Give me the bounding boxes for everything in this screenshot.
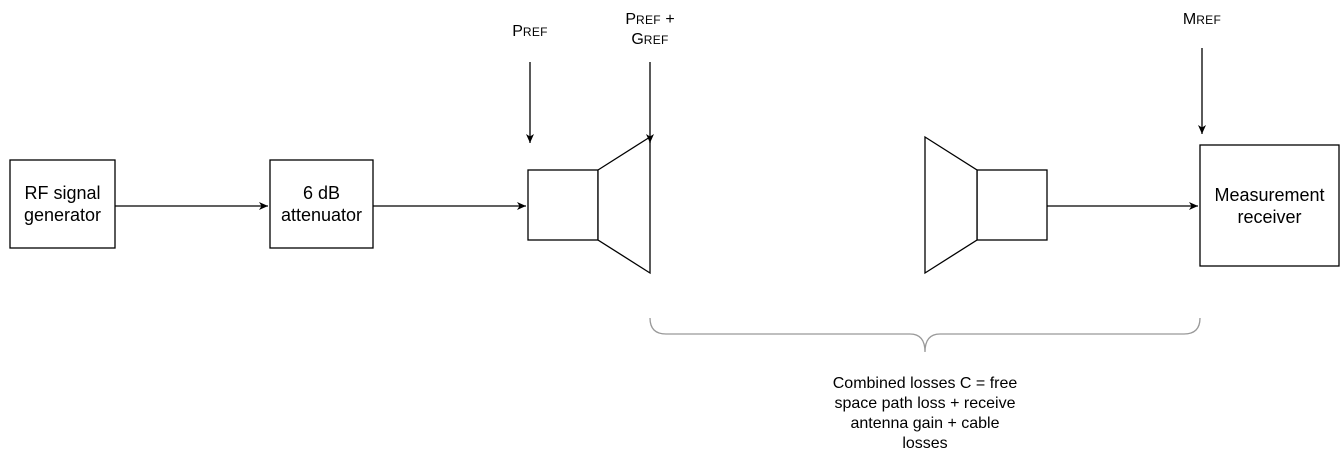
attenuator-label-line2: attenuator (280, 205, 363, 225)
rf-generator-box (9, 159, 116, 249)
combined-losses-note-line1: Combined losses C = free (832, 375, 1018, 392)
p-ref-g-ref-label: PREF + GREF (600, 10, 700, 50)
p-ref-g-ref-main2: G (631, 31, 644, 48)
rf-generator-label-line2: generator (23, 205, 102, 225)
m-ref-main: M (1182, 11, 1197, 28)
receive-antenna-icon (924, 135, 1048, 275)
m-ref-label: MREF (1162, 10, 1242, 30)
rf-generator-label-line1: RF signal (24, 183, 101, 203)
attenuator-label-line1: 6 dB (302, 183, 341, 203)
m-ref-sub: REF (1196, 13, 1222, 27)
p-ref-g-ref-suffix1: + (660, 11, 675, 28)
transmit-antenna-icon (527, 135, 651, 275)
combined-losses-note-line3: antenna gain + cable (850, 415, 1000, 432)
receiver-label-line1: Measurement (1214, 184, 1325, 205)
p-ref-g-ref-sub2: REF (643, 33, 669, 47)
combined-losses-note-line4: losses (902, 435, 948, 452)
combined-losses-note-line2: space path loss + receive (834, 395, 1016, 412)
receiver-box (1199, 144, 1340, 267)
combined-losses-brace (649, 317, 1201, 353)
attenuator-box (269, 159, 374, 249)
p-ref-g-ref-sub1: REF (635, 13, 661, 27)
combined-losses-note: Combined losses C = free space path loss… (790, 374, 1060, 454)
receiver-label-line2: receiver (1237, 206, 1302, 227)
p-ref-label: PREF (490, 22, 570, 42)
p-ref-sub: REF (522, 25, 548, 39)
p-ref-main: P (512, 23, 523, 40)
p-ref-g-ref-main1: P (625, 11, 636, 28)
